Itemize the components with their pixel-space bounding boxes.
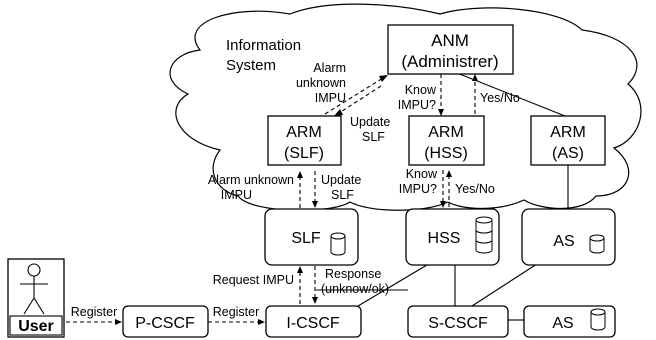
anm-box xyxy=(387,24,514,75)
alarm-unknown-impu-top-line2: unknown xyxy=(296,76,346,90)
alarm-arrowhead-top xyxy=(379,75,388,82)
information-system-label-line2: System xyxy=(226,57,276,74)
know-impu-mid-line1: Know xyxy=(406,167,438,181)
pcscf-box xyxy=(122,305,209,338)
response-arrowhead xyxy=(312,297,318,304)
as-top-database-icon xyxy=(589,234,605,254)
anm-label-line1: ANM xyxy=(431,31,469,50)
arm-as-label-line2: (AS) xyxy=(552,145,584,162)
alarm-unknown-impu-top-line1: Alarm xyxy=(313,61,346,75)
response-label-line1: Response xyxy=(325,267,381,281)
scscf-to-as-top-line xyxy=(471,261,541,307)
know-impu-top-line1: Know xyxy=(405,83,437,97)
user-stick-figure-icon xyxy=(20,263,48,315)
update-slf-arrowhead-top xyxy=(334,109,343,116)
user-label: User xyxy=(18,318,54,335)
update-slf-mid-line1: Update xyxy=(321,173,361,187)
hss-database-icon xyxy=(475,216,493,254)
arm-as-label-line1: ARM xyxy=(550,124,586,141)
register-label-2: Register xyxy=(213,305,260,319)
update-slf-arrowhead-mid xyxy=(312,201,318,208)
arm-slf-box xyxy=(267,115,342,166)
arm-hss-box xyxy=(408,115,485,166)
yes-no-mid-label: Yes/No xyxy=(455,182,495,196)
information-system-label-line1: Information xyxy=(226,37,301,54)
yes-no-top-label: Yes/No xyxy=(480,91,520,105)
know-impu-top-line2: IMPU? xyxy=(398,98,436,112)
hss-label: HSS xyxy=(428,230,461,247)
yes-no-arrowhead-top xyxy=(472,74,478,81)
icscf-box xyxy=(265,305,362,338)
anm-label-line2: (Administrer) xyxy=(401,52,498,71)
yes-no-arrowhead-mid xyxy=(446,170,452,177)
user-label-box xyxy=(9,315,63,336)
alarm-unknown-impu-mid-line2: IMPU xyxy=(221,188,252,202)
arm-hss-label-line1: ARM xyxy=(428,124,464,141)
request-impu-arrowhead xyxy=(297,266,303,273)
as-bottom-database-icon xyxy=(590,308,606,331)
know-impu-mid-line2: IMPU? xyxy=(399,182,437,196)
alarm-arrowhead-mid xyxy=(297,171,303,178)
update-slf-mid-line2: SLF xyxy=(331,188,354,202)
alarm-unknown-impu-top-line3: IMPU xyxy=(315,91,346,105)
slf-database-icon xyxy=(330,232,346,256)
alarm-unknown-impu-mid-line1: Alarm unknown xyxy=(208,173,294,187)
arm-slf-label-line2: (SLF) xyxy=(284,145,324,162)
register-label-1: Register xyxy=(71,305,118,319)
scscf-label: S-CSCF xyxy=(428,315,488,332)
request-impu-label: Request IMPU xyxy=(213,273,294,287)
icscf-to-hss-line xyxy=(357,261,433,307)
alarm-arrow-top xyxy=(324,77,384,115)
scscf-box xyxy=(407,305,509,338)
arm-as-box xyxy=(530,115,606,166)
pcscf-label: P-CSCF xyxy=(135,315,195,332)
icscf-label: I-CSCF xyxy=(286,315,340,332)
as-top-label: AS xyxy=(553,233,574,250)
response-label-line2: (unknow/ok) xyxy=(321,282,389,296)
register-arrowhead-2 xyxy=(258,319,265,325)
arm-slf-label-line1: ARM xyxy=(286,124,322,141)
know-impu-arrowhead-top xyxy=(438,109,444,116)
register-arrowhead-1 xyxy=(115,319,122,325)
slf-label: SLF xyxy=(291,230,321,247)
arm-hss-label-line2: (HSS) xyxy=(424,145,468,162)
update-slf-arrow-top xyxy=(338,85,382,114)
know-impu-arrowhead-mid xyxy=(440,201,446,208)
update-slf-top-line1: Update xyxy=(350,115,390,129)
as-bottom-label: AS xyxy=(552,315,573,332)
update-slf-top-line2: SLF xyxy=(362,130,385,144)
